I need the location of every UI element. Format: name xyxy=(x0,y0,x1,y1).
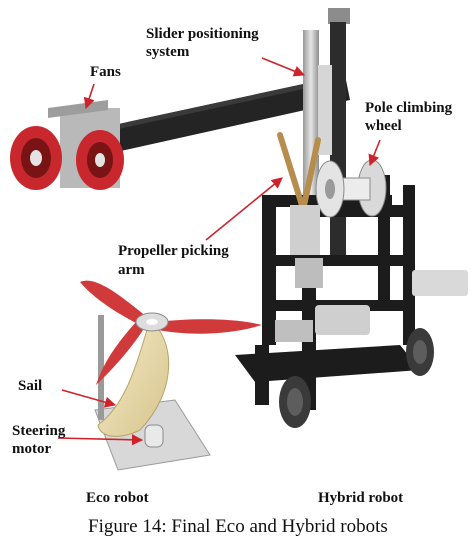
fans xyxy=(10,100,124,190)
arrow-pole xyxy=(368,139,381,167)
hybrid-robot xyxy=(10,8,468,428)
arrow-propeller xyxy=(205,177,283,241)
eco-robot xyxy=(80,280,262,471)
label-propeller-line1: Propeller picking xyxy=(118,243,229,259)
label-sail: Sail xyxy=(18,378,43,394)
arrow-slider xyxy=(261,57,306,77)
figure-caption: Figure 14: Final Eco and Hybrid robots xyxy=(88,516,388,537)
pole-climbing-wheel xyxy=(315,159,387,218)
label-hybrid-robot: Hybrid robot xyxy=(318,490,404,506)
label-pole-line1: Pole climbing xyxy=(365,100,453,116)
label-pole-line2: wheel xyxy=(365,118,402,134)
label-slider-line1: Slider positioning xyxy=(146,26,259,42)
steering-motor xyxy=(144,424,164,448)
label-propeller-line2: arm xyxy=(118,262,145,278)
arrow-steering xyxy=(57,434,144,446)
arrow-fans xyxy=(83,83,95,110)
callout-arrows xyxy=(57,57,381,446)
label-slider-line2: system xyxy=(146,44,190,60)
label-eco-robot: Eco robot xyxy=(86,490,149,506)
propeller-picking-arm xyxy=(277,132,321,255)
propeller xyxy=(80,280,262,385)
arrow-sail xyxy=(61,389,117,408)
frame xyxy=(235,175,420,410)
label-fans: Fans xyxy=(90,64,121,80)
motor xyxy=(315,305,370,335)
label-steering-line1: Steering xyxy=(12,423,66,439)
label-steering-line2: motor xyxy=(12,441,52,457)
horizontal-arm xyxy=(100,75,350,155)
